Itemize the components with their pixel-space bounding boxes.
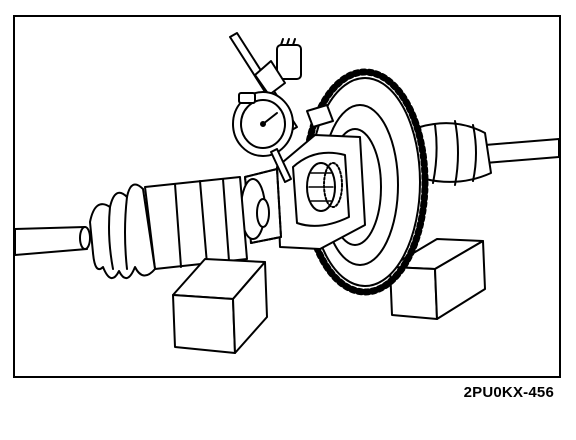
right-axle-shaft — [484, 138, 559, 164]
left-cv-housing — [144, 176, 248, 270]
figure-id-label: 2PU0KX-456 — [463, 384, 554, 401]
dial-indicator — [232, 91, 294, 183]
left-side-bearing — [240, 168, 282, 244]
left-boot-bellows — [89, 183, 156, 279]
differential-case — [276, 134, 366, 250]
right-support-block — [389, 238, 486, 320]
right-side-boot — [419, 120, 492, 186]
gauge-contact-pointer — [306, 104, 334, 128]
differential-backlash-illustration — [15, 32, 559, 354]
illustration-frame — [13, 15, 561, 378]
left-support-block — [172, 258, 268, 354]
left-axle-shaft — [15, 226, 91, 256]
